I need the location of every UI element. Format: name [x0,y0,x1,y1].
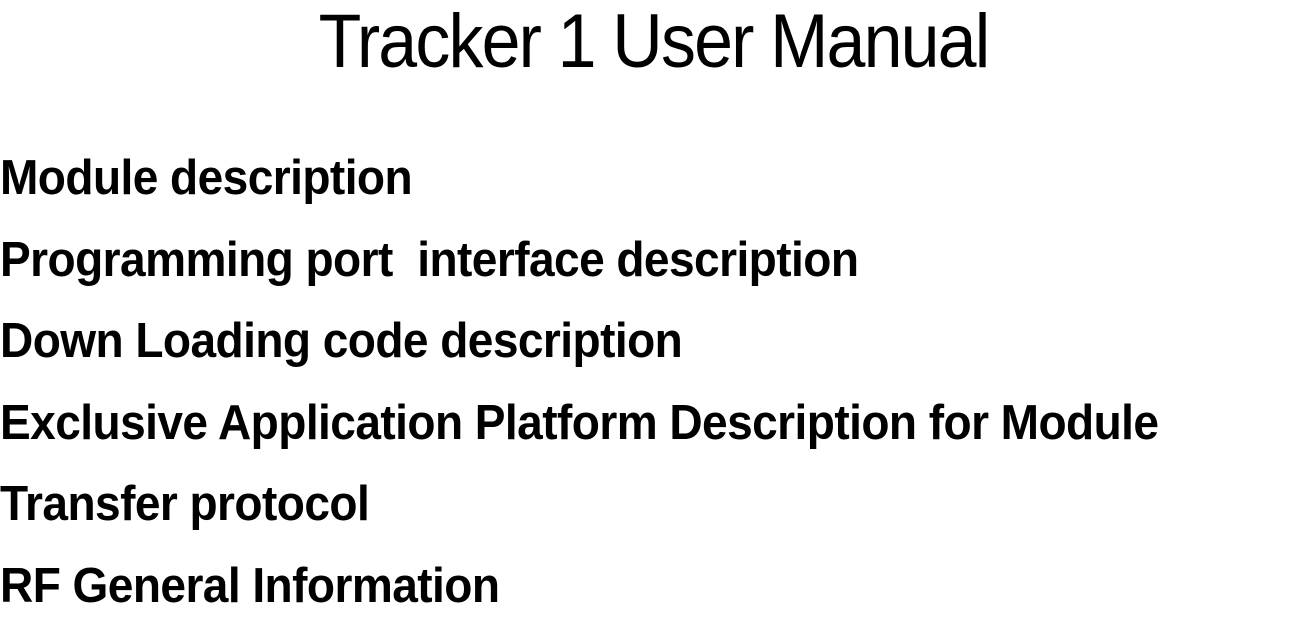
contents-list: Module description Programming port inte… [0,138,1232,628]
list-item: Down Loading code description [0,314,683,369]
list-item: Module description [0,151,413,205]
list-item: Exclusive Application Platform Descripti… [0,395,1159,450]
list-item: Programming port interface description [0,232,859,287]
list-item: RF General Information [0,558,500,613]
list-item: Transfer protocol [0,477,370,532]
page-title: Tracker 1 User Manual [318,0,991,84]
slide: Tracker 1 User Manual Module description… [0,0,1160,613]
